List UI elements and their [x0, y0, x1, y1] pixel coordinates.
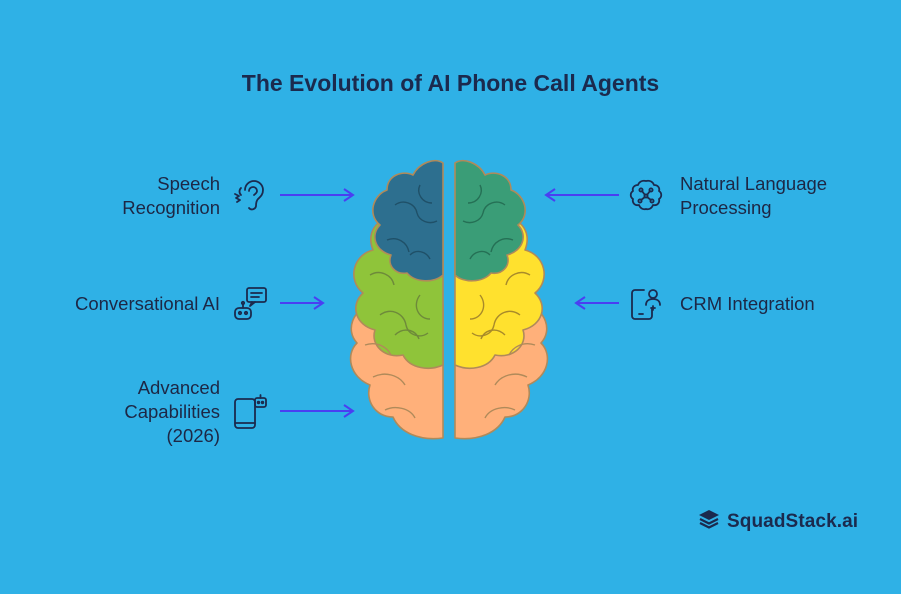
- speech-recognition-label: Speech Recognition: [60, 172, 220, 220]
- arrow-crm-to-brain: [573, 296, 619, 310]
- arrow-speech-to-brain: [280, 188, 356, 202]
- nlp-line2: Processing: [680, 197, 772, 218]
- brain-network-icon: [626, 176, 666, 216]
- nlp-line1: Natural Language: [680, 173, 828, 194]
- conversational-ai-label: Conversational AI: [40, 292, 220, 316]
- brand-name: SquadStack.ai: [727, 510, 859, 532]
- advanced-capabilities-line3: (2026): [166, 425, 220, 446]
- stack-layers-icon: [697, 508, 721, 535]
- crm-integration-label: CRM Integration: [680, 292, 880, 316]
- advanced-capabilities-label: Advanced Capabilities (2026): [60, 376, 220, 448]
- advanced-capabilities-line2: Capabilities: [124, 401, 220, 422]
- brain-illustration: [325, 155, 575, 443]
- ear-icon: [230, 176, 270, 216]
- arrow-nlp-to-brain: [543, 188, 619, 202]
- conversational-ai-line1: Conversational AI: [74, 293, 220, 314]
- brand-logo: SquadStack.ai: [697, 508, 858, 535]
- crm-integration-line1: CRM Integration: [680, 293, 815, 314]
- nlp-label: Natural Language Processing: [680, 172, 880, 220]
- diagram-title: The Evolution of AI Phone Call Agents: [241, 70, 660, 96]
- arrow-conversational-to-brain: [280, 296, 326, 310]
- advanced-capabilities-line1: Advanced: [137, 377, 220, 398]
- arrow-advanced-to-brain: [280, 404, 356, 418]
- speech-recognition-line2: Recognition: [122, 197, 220, 218]
- speech-recognition-line1: Speech: [157, 173, 220, 194]
- brain-top-left-lobe: [372, 159, 444, 282]
- phone-robot-icon: [230, 392, 270, 432]
- robot-chat-icon: [230, 284, 270, 324]
- phone-user-icon: [626, 284, 666, 324]
- brain-top-right-lobe: [454, 159, 526, 282]
